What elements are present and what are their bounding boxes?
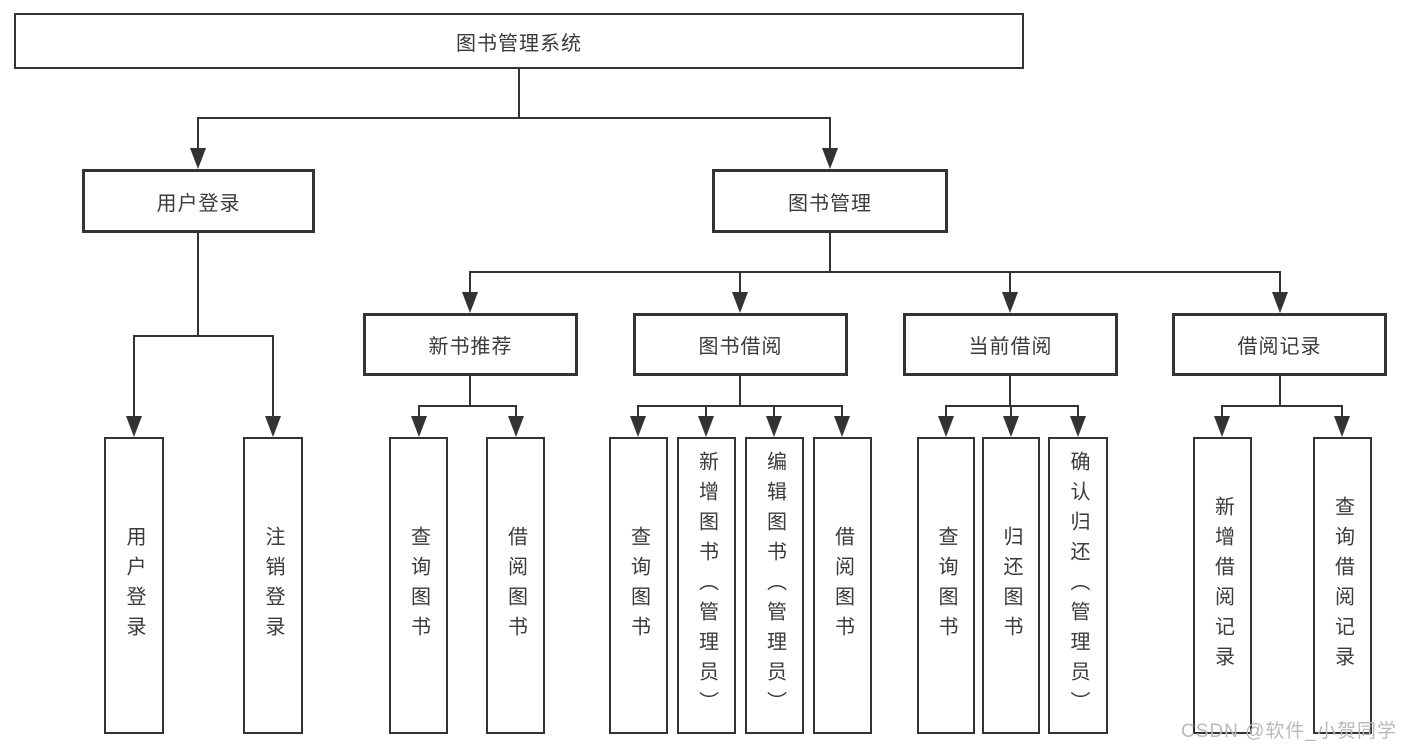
node-label: 用户登录 <box>156 192 241 215</box>
leaf-cb-confirm-return-admin: 确认归还（管理员） <box>1048 437 1108 734</box>
node-borrow-records: 借阅记录 <box>1172 313 1387 376</box>
arrow-down-icon <box>938 416 954 437</box>
arrow-down-icon <box>766 416 782 437</box>
arrow-down-icon <box>732 292 748 313</box>
leaf-cb-query-book: 查询图书 <box>917 437 975 734</box>
node-label: 当前借阅 <box>968 336 1053 358</box>
leaf-bb-add-book-admin: 新增图书（管理员） <box>677 437 736 734</box>
arrow-down-icon <box>822 148 838 169</box>
arrow-down-icon <box>190 148 206 169</box>
leaf-bb-query-book: 查询图书 <box>609 437 668 734</box>
arrow-down-icon <box>265 416 281 437</box>
leaf-cb-return-book: 归还图书 <box>982 437 1040 734</box>
node-label: 新增图书（管理员） <box>695 450 718 721</box>
arrow-down-icon <box>462 292 478 313</box>
leaf-nbr-borrow-book: 借阅图书 <box>486 437 545 734</box>
arrow-down-icon <box>1003 416 1019 437</box>
node-label: 借阅记录 <box>1237 336 1322 358</box>
leaf-bb-borrow-book: 借阅图书 <box>813 437 872 734</box>
arrow-down-icon <box>508 416 524 437</box>
connector-borrow-records-to-leaves <box>1221 376 1343 420</box>
node-label: 确认归还（管理员） <box>1067 450 1089 721</box>
node-label: 图书借阅 <box>698 336 783 358</box>
node-user-login: 用户登录 <box>82 169 315 233</box>
arrow-down-icon <box>1214 416 1230 437</box>
node-label: 图书管理 <box>788 192 872 215</box>
arrow-down-icon <box>698 416 714 437</box>
node-label: 借阅图书 <box>504 525 527 646</box>
node-label: 新增借阅记录 <box>1211 495 1234 676</box>
node-root-system: 图书管理系统 <box>14 13 1024 69</box>
node-label: 查询图书 <box>627 525 650 646</box>
leaf-br-add-record: 新增借阅记录 <box>1193 437 1252 734</box>
leaf-user-login: 用户登录 <box>104 437 164 734</box>
node-label: 查询图书 <box>935 525 957 646</box>
connector-book-borrow-to-leaves <box>637 376 843 420</box>
arrow-down-icon <box>630 416 646 437</box>
node-label: 注销登录 <box>262 525 284 646</box>
node-label: 图书管理系统 <box>456 32 582 55</box>
node-new-book-recommend: 新书推荐 <box>363 313 578 376</box>
node-label: 查询图书 <box>407 525 430 646</box>
arrow-down-icon <box>1002 292 1018 313</box>
connector-new-book-recommend-to-leaves <box>418 376 517 420</box>
arrow-down-icon <box>1334 416 1350 437</box>
connector-root-to-level2 <box>197 69 831 152</box>
arrow-down-icon <box>126 416 142 437</box>
csdn-watermark: CSDN @软件_小贺同学 <box>1181 721 1397 742</box>
leaf-br-query-record: 查询借阅记录 <box>1313 437 1372 734</box>
node-label: 查询借阅记录 <box>1331 495 1354 676</box>
leaf-bb-edit-book-admin: 编辑图书（管理员） <box>745 437 804 734</box>
arrow-down-icon <box>411 416 427 437</box>
node-label: 新书推荐 <box>428 336 513 358</box>
arrow-down-icon <box>834 416 850 437</box>
connector-user-login-to-leaves <box>133 233 274 420</box>
arrowheads-group <box>126 148 1350 437</box>
node-book-management: 图书管理 <box>712 169 948 233</box>
leaf-nbr-query-book: 查询图书 <box>389 437 448 734</box>
node-book-borrow: 图书借阅 <box>633 313 848 376</box>
node-label: 用户登录 <box>123 525 145 646</box>
node-current-borrow: 当前借阅 <box>903 313 1118 376</box>
node-label: 归还图书 <box>1000 525 1022 646</box>
arrow-down-icon <box>1070 416 1086 437</box>
connector-current-borrow-to-leaves <box>945 376 1079 420</box>
connector-book-management-to-level3 <box>469 233 1281 296</box>
leaf-logout: 注销登录 <box>243 437 303 734</box>
node-label: 编辑图书（管理员） <box>763 450 786 721</box>
arrow-down-icon <box>1272 292 1288 313</box>
node-label: 借阅图书 <box>831 525 854 646</box>
